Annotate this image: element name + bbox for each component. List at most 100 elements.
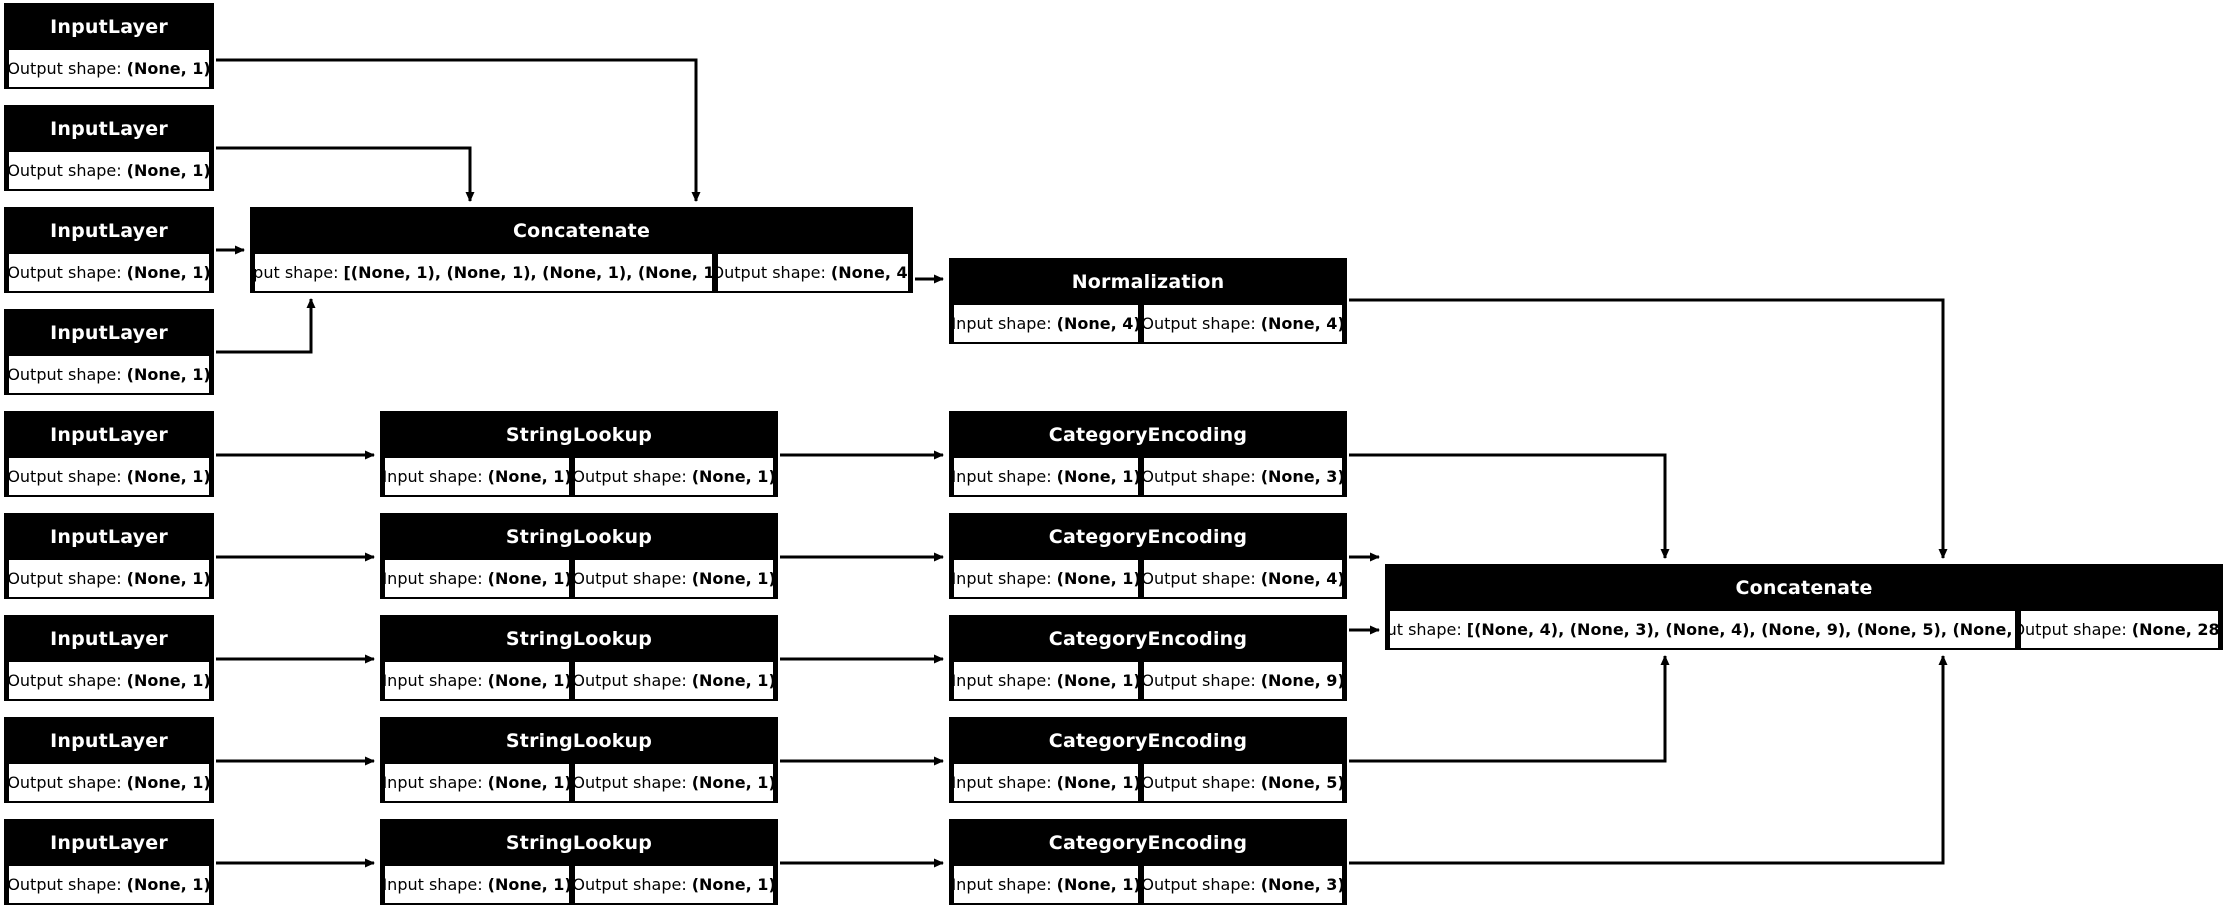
output-shape-label: Output shape: <box>573 875 687 894</box>
output-shape: Output shape:(None, 1) <box>7 150 211 191</box>
input-shape-value: (None, 1) <box>1056 671 1141 690</box>
node-shape-row: Output shape:(None, 1) <box>7 762 211 803</box>
node-shape-row: Input shape:(None, 1)Output shape:(None,… <box>952 864 1344 905</box>
output-shape-label: Output shape: <box>7 671 122 690</box>
output-shape: Output shape:(None, 4) <box>716 252 910 293</box>
output-shape: Output shape:(None, 1) <box>573 558 775 599</box>
edge-ce1-to-cat2 <box>1349 453 1670 559</box>
output-shape-value: (None, 1) <box>126 365 211 384</box>
node-shape-row: Input shape:(None, 1)Output shape:(None,… <box>383 864 775 905</box>
node-title: InputLayer <box>7 720 211 762</box>
output-shape: Output shape:(None, 9) <box>1142 660 1344 701</box>
output-shape: Output shape:(None, 1) <box>7 252 211 293</box>
output-shape-value: (None, 9) <box>1260 671 1344 690</box>
output-shape: Output shape:(None, 1) <box>7 660 211 701</box>
node-shape-row: Output shape:(None, 1) <box>7 456 211 497</box>
input-shape: Input shape:(None, 1) <box>952 456 1141 497</box>
input-shape: Input shape:(None, 1) <box>383 558 572 599</box>
node-title: InputLayer <box>7 618 211 660</box>
node-title: CategoryEncoding <box>952 618 1344 660</box>
input-shape-label: Input shape: <box>253 263 339 282</box>
output-shape: Output shape:(None, 1) <box>573 456 775 497</box>
output-shape-value: (None, 1) <box>126 773 211 792</box>
output-shape-value: (None, 4) <box>1260 569 1344 588</box>
edge-ce5-to-cat2 <box>1349 655 1948 865</box>
node-shape-row: Input shape:(None, 1)Output shape:(None,… <box>952 660 1344 701</box>
output-shape: Output shape:(None, 5) <box>1142 762 1344 803</box>
node-title: InputLayer <box>7 516 211 558</box>
output-shape-value: (None, 1) <box>126 263 211 282</box>
edge-norm-to-cat2 <box>1349 298 1948 559</box>
input-shape-label: Input shape: <box>383 773 483 792</box>
input-shape-value: (None, 1) <box>487 875 572 894</box>
output-shape-value: (None, 1) <box>691 467 775 486</box>
output-shape-label: Output shape: <box>1142 314 1256 333</box>
output-shape-label: Output shape: <box>2019 620 2127 639</box>
output-shape-label: Output shape: <box>1142 875 1256 894</box>
output-shape-value: (None, 5) <box>1260 773 1344 792</box>
node-shape-row: Output shape:(None, 1) <box>7 252 211 293</box>
output-shape-value: (None, 1) <box>691 875 775 894</box>
output-shape: Output shape:(None, 1) <box>7 762 211 803</box>
output-shape: Output shape:(None, 3) <box>1142 456 1344 497</box>
node-shape-row: Output shape:(None, 1) <box>7 150 211 191</box>
input-shape-label: Input shape: <box>383 569 483 588</box>
input-shape: Input shape:[(None, 4), (None, 3), (None… <box>1388 609 2018 650</box>
output-shape-label: Output shape: <box>1142 671 1256 690</box>
output-shape: Output shape:(None, 28) <box>2019 609 2220 650</box>
input-shape-value: [(None, 4), (None, 3), (None, 4), (None,… <box>1466 620 2018 639</box>
output-shape-value: (None, 3) <box>1260 467 1344 486</box>
input-shape-label: Input shape: <box>952 875 1052 894</box>
node-cat2[interactable]: ConcatenateInput shape:[(None, 4), (None… <box>1385 564 2223 650</box>
node-title: StringLookup <box>383 720 775 762</box>
input-shape: Input shape:(None, 1) <box>952 762 1141 803</box>
input-shape-value: (None, 4) <box>1056 314 1141 333</box>
node-title: InputLayer <box>7 312 211 354</box>
output-shape-label: Output shape: <box>716 263 826 282</box>
node-title: InputLayer <box>7 414 211 456</box>
input-shape-value: [(None, 1), (None, 1), (None, 1), (None,… <box>343 263 715 282</box>
node-shape-row: Input shape:(None, 1)Output shape:(None,… <box>383 558 775 599</box>
output-shape: Output shape:(None, 1) <box>7 48 211 89</box>
output-shape-label: Output shape: <box>7 773 122 792</box>
node-title: StringLookup <box>383 414 775 456</box>
output-shape-label: Output shape: <box>7 875 122 894</box>
input-shape: Input shape:(None, 4) <box>952 303 1141 344</box>
input-shape: Input shape:(None, 1) <box>952 864 1141 905</box>
input-shape-label: Input shape: <box>383 671 483 690</box>
node-shape-row: Output shape:(None, 1) <box>7 864 211 905</box>
input-shape-label: Input shape: <box>952 671 1052 690</box>
output-shape-value: (None, 3) <box>1260 875 1344 894</box>
input-shape-label: Input shape: <box>952 773 1052 792</box>
node-cat1[interactable]: ConcatenateInput shape:[(None, 1), (None… <box>250 207 913 293</box>
output-shape: Output shape:(None, 4) <box>1142 558 1344 599</box>
node-shape-row: Output shape:(None, 1) <box>7 660 211 701</box>
node-shape-row: Input shape:(None, 4)Output shape:(None,… <box>952 303 1344 344</box>
input-shape-label: Input shape: <box>952 314 1052 333</box>
input-shape-label: Input shape: <box>952 569 1052 588</box>
node-shape-row: Input shape:(None, 1)Output shape:(None,… <box>952 456 1344 497</box>
node-shape-row: Output shape:(None, 1) <box>7 558 211 599</box>
output-shape-value: (None, 1) <box>126 875 211 894</box>
edge-in2-to-cat1 <box>216 146 475 202</box>
